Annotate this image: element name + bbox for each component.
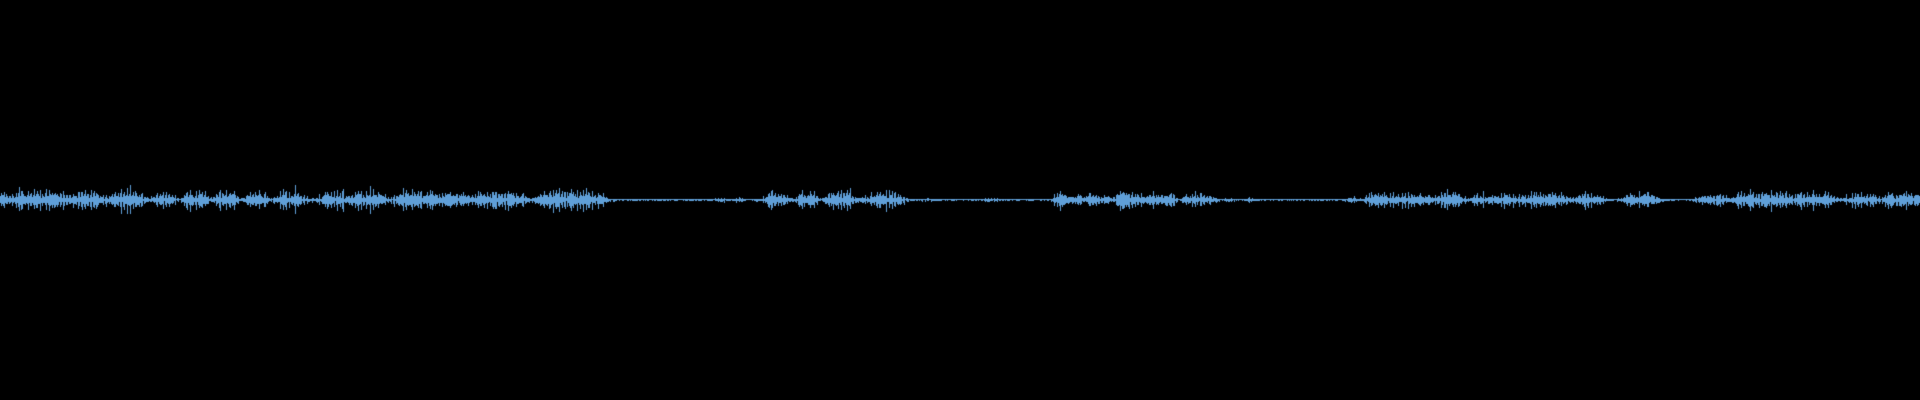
waveform-stage — [0, 0, 1920, 400]
audio-waveform-track[interactable] — [0, 0, 1920, 400]
audio-waveform[interactable] — [0, 0, 1920, 400]
